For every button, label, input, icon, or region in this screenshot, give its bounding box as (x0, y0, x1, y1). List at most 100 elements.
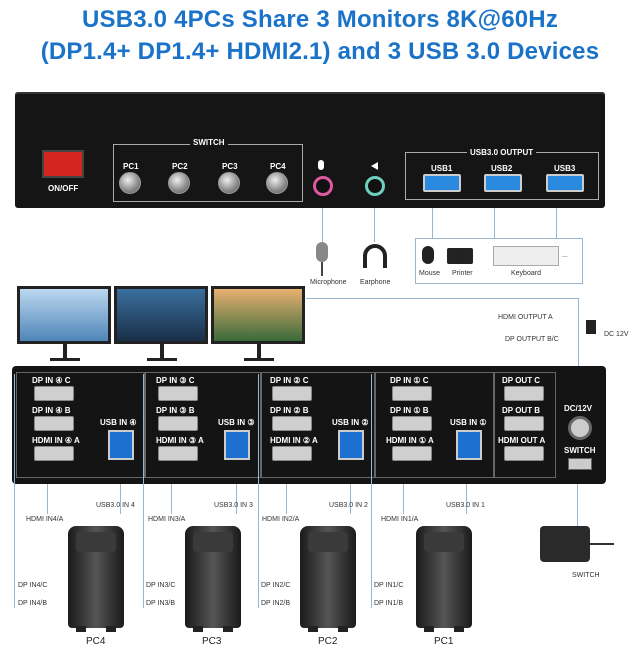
microphone-label: Microphone (310, 279, 347, 286)
earphone-label: Earphone (360, 279, 391, 286)
dp-out-b-port[interactable] (504, 416, 544, 431)
hdmi-in-2-a-label: HDMI IN ② A (270, 436, 318, 445)
hdmi-in-3-a-port[interactable] (158, 446, 198, 461)
hdmi-out-a-port[interactable] (504, 446, 544, 461)
pc4-label: PC4 (86, 636, 106, 647)
pc3-dpb-label: DP IN3/B (146, 600, 176, 607)
mouse-label: Mouse (419, 270, 441, 277)
dp-in-4-c-label: DP IN ④ C (32, 376, 71, 385)
dp-out-c-port[interactable] (504, 386, 544, 401)
pc2-hdmi-label: HDMI IN2/A (262, 516, 300, 523)
pc2-dpb-label: DP IN2/B (261, 600, 291, 607)
pc3-tower-icon (181, 526, 245, 632)
pc4-dpb-label: DP IN4/B (18, 600, 48, 607)
switch-port-label: SWITCH (564, 446, 596, 455)
dp-in-4-b-port[interactable] (34, 416, 74, 431)
power-label: ON/OFF (48, 184, 79, 193)
keyboard-icon (493, 246, 559, 266)
wired-switch-label: SWITCH (572, 572, 600, 579)
wired-switch-icon (540, 526, 590, 562)
hdmi-in-3-a-label: HDMI IN ③ A (156, 436, 204, 445)
pc1-hdmi-label: HDMI IN1/A (381, 516, 419, 523)
pc1-button[interactable] (119, 172, 141, 194)
dc-label: DC 12V (604, 331, 629, 338)
usb-in-3-port[interactable] (224, 430, 250, 460)
usb-in-3-label: USB IN ③ (218, 418, 255, 427)
usb3-port[interactable] (546, 174, 584, 192)
printer-label: Printer (452, 270, 473, 277)
pc4-tower-icon (64, 526, 128, 632)
usb-in-1-port[interactable] (456, 430, 482, 460)
pc4-button-label: PC4 (270, 162, 286, 171)
pc1-dpc-label: DP IN1/C (374, 582, 404, 589)
dp-output-label: DP OUTPUT B/C (505, 336, 559, 343)
pc4-button[interactable] (266, 172, 288, 194)
dp-in-4-c-port[interactable] (34, 386, 74, 401)
usb-in-4-label: USB IN ④ (100, 418, 137, 427)
pc2-button[interactable] (168, 172, 190, 194)
pc1-tower-icon (412, 526, 476, 632)
monitor-3 (211, 286, 307, 364)
hdmi-out-a-label: HDMI OUT A (498, 436, 546, 445)
hdmi-output-label: HDMI OUTPUT A (498, 314, 553, 321)
pc3-usb-label: USB3.0 IN 3 (214, 502, 253, 509)
usb2-label: USB2 (491, 164, 513, 173)
usb1-port[interactable] (423, 174, 461, 192)
microphone-icon (318, 160, 324, 170)
switch-port[interactable] (568, 458, 592, 470)
microphone-icon (316, 242, 328, 262)
dp-in-3-b-label: DP IN ③ B (156, 406, 195, 415)
dp-in-3-c-port[interactable] (158, 386, 198, 401)
usb2-port[interactable] (484, 174, 522, 192)
pc2-port-group (260, 372, 376, 478)
hdmi-in-1-a-label: HDMI IN ① A (386, 436, 434, 445)
usb-in-2-port[interactable] (338, 430, 364, 460)
dc-input-jack[interactable] (568, 416, 592, 440)
dp-in-3-c-label: DP IN ③ C (156, 376, 195, 385)
output-port-group (494, 372, 556, 478)
pc3-button-label: PC3 (222, 162, 238, 171)
dp-in-1-c-port[interactable] (392, 386, 432, 401)
pc1-port-group (374, 372, 494, 478)
dp-in-1-b-port[interactable] (392, 416, 432, 431)
hdmi-in-1-a-port[interactable] (392, 446, 432, 461)
speaker-icon (371, 162, 378, 170)
monitor-2 (114, 286, 210, 364)
more-dots: ... (562, 252, 568, 259)
earphone-jack[interactable] (365, 176, 385, 196)
switch-section-label: SWITCH (190, 138, 228, 147)
pc1-usb-label: USB3.0 IN 1 (446, 502, 485, 509)
pc2-dpc-label: DP IN2/C (261, 582, 291, 589)
pc1-label: PC1 (434, 636, 454, 647)
dp-in-2-b-label: DP IN ② B (270, 406, 309, 415)
dp-in-2-c-port[interactable] (272, 386, 312, 401)
usb-in-2-label: USB IN ② (332, 418, 369, 427)
pc4-port-group (16, 372, 146, 478)
printer-icon (447, 248, 473, 264)
pc4-hdmi-label: HDMI IN4/A (26, 516, 64, 523)
pc4-usb-label: USB3.0 IN 4 (96, 502, 135, 509)
hdmi-in-4-a-port[interactable] (34, 446, 74, 461)
usb-in-4-port[interactable] (108, 430, 134, 460)
pc1-dpb-label: DP IN1/B (374, 600, 404, 607)
pc3-button[interactable] (218, 172, 240, 194)
hdmi-in-2-a-port[interactable] (272, 446, 312, 461)
usb-output-label: USB3.0 OUTPUT (467, 148, 537, 157)
keyboard-label: Keyboard (511, 270, 541, 277)
monitor-1 (17, 286, 113, 364)
microphone-jack[interactable] (313, 176, 333, 196)
power-switch[interactable] (42, 150, 84, 178)
kvm-front-panel: ON/OFF SWITCH PC1 PC2 PC3 PC4 USB3.0 OUT… (15, 92, 605, 208)
dp-in-2-b-port[interactable] (272, 416, 312, 431)
dp-out-b-label: DP OUT B (502, 406, 541, 415)
pc3-label: PC3 (202, 636, 222, 647)
dc-input-label: DC/12V (564, 404, 593, 413)
dp-in-2-c-label: DP IN ② C (270, 376, 309, 385)
pc2-usb-label: USB3.0 IN 2 (329, 502, 368, 509)
usb3-label: USB3 (554, 164, 576, 173)
pc3-port-group (144, 372, 262, 478)
power-adapter-icon (586, 320, 596, 334)
usb-in-1-label: USB IN ① (450, 418, 487, 427)
pc3-dpc-label: DP IN3/C (146, 582, 176, 589)
dp-in-3-b-port[interactable] (158, 416, 198, 431)
